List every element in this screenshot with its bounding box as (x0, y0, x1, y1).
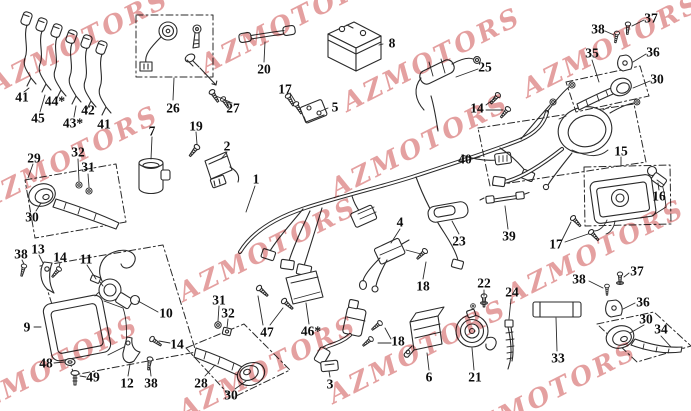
part-number-38[interactable]: 38 (14, 246, 28, 262)
ignition-coil-ht (313, 298, 384, 373)
part-number-30[interactable]: 30 (650, 71, 664, 87)
part-number-38[interactable]: 38 (572, 271, 586, 287)
part-number-37[interactable]: 37 (630, 263, 644, 279)
part-number-36[interactable]: 36 (636, 294, 650, 310)
part-number-33[interactable]: 33 (551, 350, 565, 366)
part-number-6[interactable]: 6 (425, 369, 433, 385)
part-number-5[interactable]: 5 (331, 99, 339, 115)
part-number-14[interactable]: 14 (53, 249, 67, 265)
part-number-29[interactable]: 29 (27, 150, 41, 166)
part-number-39[interactable]: 39 (502, 228, 516, 244)
mount-plate-and-screws (254, 270, 324, 312)
part-number-45[interactable]: 45 (31, 110, 45, 126)
part-number-31[interactable]: 31 (81, 159, 95, 175)
horn (455, 293, 497, 351)
part-number-49[interactable]: 49 (86, 369, 100, 385)
part-number-48[interactable]: 48 (39, 355, 53, 371)
tail-light-assembly (568, 164, 672, 243)
part-number-41[interactable]: 41 (15, 89, 29, 105)
part-number-17[interactable]: 17 (278, 81, 292, 97)
part-number-20[interactable]: 20 (257, 61, 271, 77)
part-number-14[interactable]: 14 (170, 336, 184, 352)
part-number-46[interactable]: 46* (300, 323, 322, 339)
battery (327, 21, 382, 72)
rear-right-turn-signal (565, 21, 650, 113)
cdi-unit (204, 151, 240, 189)
part-number-32[interactable]: 32 (71, 144, 85, 160)
part-number-16[interactable]: 16 (652, 188, 666, 204)
part-number-8[interactable]: 8 (388, 35, 396, 51)
breather-hose (238, 24, 296, 43)
ignition-coil (358, 237, 430, 293)
part-number-17[interactable]: 17 (549, 236, 563, 252)
part-number-11[interactable]: 11 (79, 251, 93, 267)
part-number-41[interactable]: 41 (97, 116, 111, 132)
part-number-30[interactable]: 30 (639, 311, 653, 327)
part-number-28[interactable]: 28 (194, 375, 208, 391)
part-number-26[interactable]: 26 (166, 100, 180, 116)
part-number-34[interactable]: 34 (654, 321, 668, 337)
part-number-1[interactable]: 1 (252, 171, 260, 187)
flasher-relay (138, 157, 171, 195)
headlight-brackets (18, 261, 164, 386)
leader-lines (21, 19, 672, 390)
reflector-bar (532, 301, 582, 318)
part-number-32[interactable]: 32 (221, 305, 235, 321)
part-number-42[interactable]: 42 (81, 102, 95, 118)
handlebar-switch (427, 201, 469, 223)
part-number-18[interactable]: 18 (391, 333, 405, 349)
part-number-18[interactable]: 18 (416, 278, 430, 294)
part-number-40[interactable]: 40 (458, 151, 472, 167)
part-number-38[interactable]: 38 (144, 375, 158, 391)
cable-tie (504, 319, 515, 370)
jumper-lead (479, 191, 530, 204)
part-number-36[interactable]: 36 (646, 44, 660, 60)
part-number-9[interactable]: 9 (23, 319, 31, 335)
headlamp-case-assembly (477, 91, 647, 191)
front-left-turn-signal (24, 163, 127, 239)
ignition-switch-assembly (135, 14, 232, 110)
part-number-3[interactable]: 3 (326, 376, 334, 392)
part-number-10[interactable]: 10 (159, 305, 173, 321)
part-number-14[interactable]: 14 (470, 100, 484, 116)
part-number-7[interactable]: 7 (148, 123, 156, 139)
rectifier (403, 306, 445, 358)
rear-left-turn-signal (596, 271, 691, 363)
part-number-31[interactable]: 31 (212, 292, 226, 308)
part-number-24[interactable]: 24 (505, 284, 519, 300)
part-number-30[interactable]: 30 (25, 209, 39, 225)
part-number-25[interactable]: 25 (478, 59, 492, 75)
part-number-44[interactable]: 44* (44, 93, 66, 109)
part-number-22[interactable]: 22 (477, 275, 491, 291)
part-number-30[interactable]: 30 (224, 387, 238, 403)
starter-relay (283, 92, 328, 124)
part-number-35[interactable]: 35 (585, 45, 599, 61)
part-number-19[interactable]: 19 (189, 118, 203, 134)
part-number-23[interactable]: 23 (452, 233, 466, 249)
part-number-37[interactable]: 37 (644, 10, 658, 26)
part-number-12[interactable]: 12 (120, 375, 134, 391)
part-number-38[interactable]: 38 (591, 21, 605, 37)
part-number-27[interactable]: 27 (226, 100, 240, 116)
part-number-43[interactable]: 43* (62, 115, 84, 131)
part-number-2[interactable]: 2 (223, 138, 231, 154)
part-number-13[interactable]: 13 (31, 241, 45, 257)
part-number-15[interactable]: 15 (614, 143, 628, 159)
front-right-turn-signal (185, 321, 291, 399)
part-number-21[interactable]: 21 (468, 369, 482, 385)
part-number-47[interactable]: 47 (260, 324, 274, 340)
part-number-4[interactable]: 4 (396, 214, 404, 230)
